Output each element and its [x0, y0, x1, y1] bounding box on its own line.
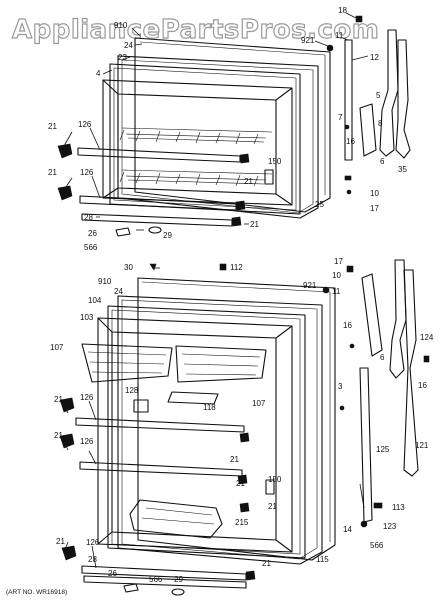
callout-label: 21: [54, 431, 63, 440]
callout-label: 126: [80, 168, 94, 177]
callout-label: 126: [86, 538, 100, 547]
callout-label: 4: [96, 69, 101, 78]
callout-label: 18: [338, 6, 347, 15]
callout-label: 17: [370, 204, 379, 213]
callout-label: 11: [332, 287, 341, 296]
callout-label: 921: [301, 36, 315, 45]
callout-label: 910: [114, 21, 128, 30]
callout-label: 566: [370, 541, 384, 550]
callout-label: 11: [335, 31, 344, 40]
watermark: AppliancePartsPros.com: [12, 15, 379, 45]
callout-label: 16: [418, 381, 427, 390]
callout-label: 28: [88, 555, 97, 564]
callout-leaders: [63, 12, 369, 569]
callout-label: 21: [56, 537, 65, 546]
callout-label: 123: [383, 522, 397, 531]
callout-label: 29: [174, 575, 183, 584]
callout-label: 21: [236, 479, 245, 488]
callout-label: 28: [84, 213, 93, 222]
callout-label: 35: [398, 165, 407, 174]
art-number: (ART NO. WR16918): [6, 589, 67, 596]
callout-label: 107: [50, 343, 64, 352]
callout-label: 566: [84, 243, 98, 252]
callout-label: 125: [376, 445, 390, 454]
callout-label: 17: [334, 257, 343, 266]
callout-label: 126: [80, 393, 94, 402]
callout-label: 150: [268, 157, 282, 166]
callout-label: 16: [343, 321, 352, 330]
callout-label: 3: [338, 382, 343, 391]
callout-label: 215: [235, 518, 249, 527]
callout-label: 115: [316, 555, 329, 564]
callout-label: 21: [268, 502, 277, 511]
callout-label: 128: [125, 386, 139, 395]
callout-label: 8: [378, 119, 383, 128]
callout-label: 24: [124, 41, 133, 50]
callout-label: 21: [48, 168, 57, 177]
callout-label: 29: [163, 231, 172, 240]
callout-label: 21: [230, 455, 239, 464]
callout-label: 921: [303, 281, 317, 290]
callout-label: 26: [108, 569, 117, 578]
callout-label: 10: [370, 189, 379, 198]
callout-label: 12: [370, 53, 379, 62]
callout-label: 113: [392, 503, 405, 512]
callout-label: 6: [380, 157, 385, 166]
callout-label: 7: [338, 113, 343, 122]
callout-label: 10: [332, 271, 341, 280]
callout-label: 126: [80, 437, 94, 446]
callout-label: 24: [114, 287, 123, 296]
callout-labels: 18 910 24 23 4 921 11 12 5 8 7 16 6 35 1…: [48, 6, 434, 584]
callout-label: 23: [118, 53, 127, 62]
callout-label: 14: [343, 525, 352, 534]
callout-label: 25: [315, 200, 324, 209]
freezer-door-assembly: [57, 15, 411, 237]
callout-label: 107: [252, 399, 266, 408]
callout-label: 21: [48, 122, 57, 131]
callout-label: 118: [203, 403, 216, 412]
callout-label: 124: [420, 333, 434, 342]
callout-label: 566: [149, 575, 163, 584]
callout-label: 910: [98, 277, 112, 286]
callout-label: 104: [88, 296, 102, 305]
callout-label: 21: [250, 220, 259, 229]
callout-label: 21: [54, 395, 63, 404]
callout-label: 30: [124, 263, 133, 272]
callout-label: 5: [376, 91, 381, 100]
callout-label: 26: [88, 229, 97, 238]
callout-label: 103: [80, 313, 94, 322]
callout-label: 121: [415, 441, 429, 450]
callout-label: 6: [380, 353, 385, 362]
callout-label: 112: [230, 263, 243, 272]
callout-label: 16: [346, 137, 355, 146]
callout-label: 21: [262, 559, 271, 568]
callout-label: 126: [78, 120, 92, 129]
callout-label: 150: [268, 475, 282, 484]
fresh-food-door-assembly: [59, 259, 430, 596]
callout-label: 21: [244, 177, 253, 186]
